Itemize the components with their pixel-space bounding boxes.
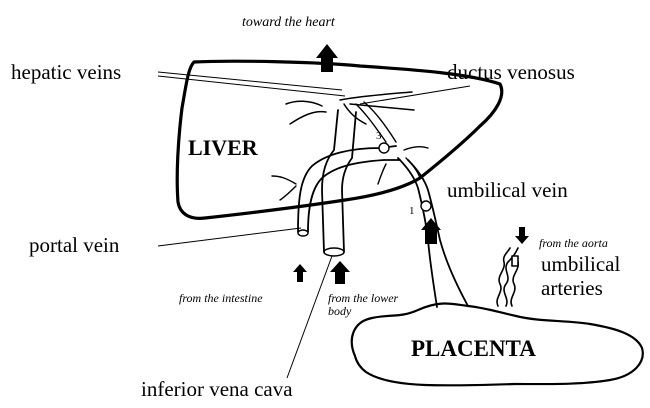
arrow-from-lower-body (330, 261, 350, 284)
label-arteries: arteries (541, 276, 603, 300)
vena-cava-pointer (287, 256, 332, 378)
label-from-lower-body-1: from the lower (328, 291, 399, 305)
marker-three: 3 (376, 130, 382, 142)
vena-cava-opening (324, 248, 344, 256)
shunt-3-circle (379, 143, 389, 153)
label-inferior-vena-cava: inferior vena cava (141, 377, 293, 401)
arrow-from-intestine (293, 264, 307, 282)
label-liver: LIVER (188, 135, 259, 160)
label-from-aorta: from the aorta (539, 236, 608, 250)
inferior-vena-cava (322, 110, 338, 252)
liver-branches (272, 147, 428, 200)
label-umbilical: umbilical (541, 252, 620, 276)
shunt-1-circle (421, 201, 431, 211)
umbilical-arteries (497, 248, 518, 306)
portal-vein-opening (298, 230, 308, 236)
label-umbilical-vein: umbilical vein (447, 178, 568, 202)
label-hepatic-veins: hepatic veins (11, 60, 121, 84)
label-from-intestine: from the intestine (179, 291, 263, 305)
label-from-lower-body-2: body (328, 304, 352, 318)
marker-one: 1 (409, 205, 415, 217)
label-portal-vein: portal vein (29, 233, 120, 257)
ductus-venosus (356, 104, 386, 142)
portal-vein-pointer (158, 228, 301, 246)
arrow-toward-heart (316, 44, 338, 72)
label-ductus-venosus: ductus venosus (447, 60, 575, 84)
arrow-from-aorta (515, 227, 529, 244)
portal-vein (298, 146, 396, 232)
label-placenta: PLACENTA (411, 336, 536, 361)
hepatic-veins (286, 92, 414, 124)
label-toward-heart: toward the heart (242, 15, 336, 30)
